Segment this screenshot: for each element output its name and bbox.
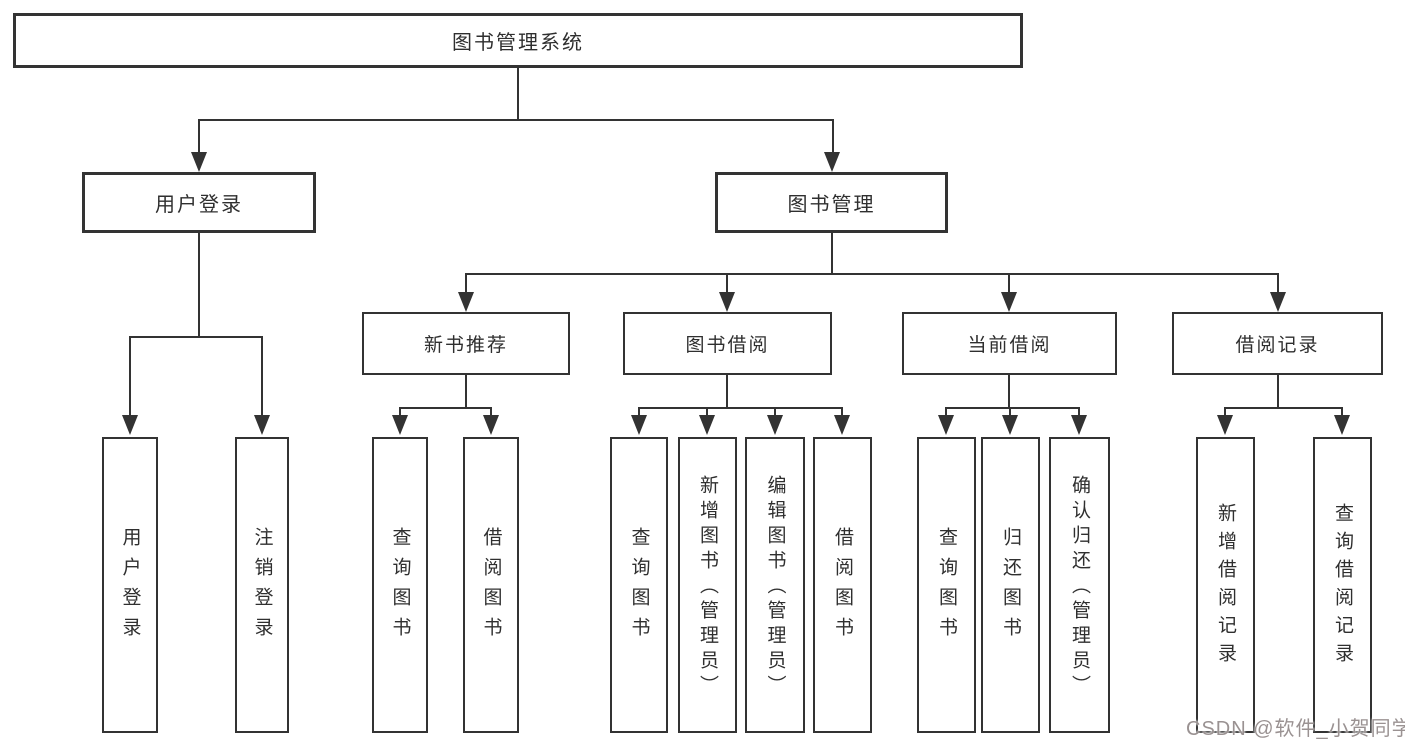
connector-hline [638,407,843,409]
connector-vline [517,67,519,119]
arrow-down-icon [122,415,138,435]
leaf-add-borrow-record: 新增借阅记录 [1196,437,1255,733]
connector-vline [945,407,947,415]
leaf-query-books-borrowing: 查询图书 [610,437,668,733]
node-user-login: 用户登录 [82,172,316,233]
connector-vline [465,375,467,407]
connector-vline [774,407,776,415]
arrow-down-icon [719,292,735,312]
arrow-down-icon [631,415,647,435]
leaf-add-books-admin: 新增图书（管理员） [678,437,737,733]
node-borrowing-records: 借阅记录 [1172,312,1383,375]
arrow-down-icon [1001,292,1017,312]
arrow-down-icon [1071,415,1087,435]
connector-vline [1224,407,1226,415]
arrow-down-icon [1334,415,1350,435]
connector-vline [490,407,492,415]
arrow-down-icon [1002,415,1018,435]
connector-vline [1009,407,1011,415]
leaf-query-borrow-record: 查询借阅记录 [1313,437,1372,733]
connector-hline [129,336,263,338]
leaf-edit-books-admin: 编辑图书（管理员） [745,437,805,733]
connector-vline [638,407,640,415]
connector-vline [726,375,728,407]
arrow-down-icon [483,415,499,435]
connector-hline [1224,407,1343,409]
node-book-management: 图书管理 [715,172,948,233]
node-new-book-recommendation: 新书推荐 [362,312,570,375]
arrow-down-icon [458,292,474,312]
leaf-query-books-newbook: 查询图书 [372,437,428,733]
node-book-borrowing: 图书借阅 [623,312,832,375]
connector-vline [399,407,401,415]
connector-hline [945,407,1080,409]
connector-vline [706,407,708,415]
connector-vline [726,273,728,292]
connector-hline [399,407,492,409]
connector-vline [1008,375,1010,407]
connector-vline [831,233,833,273]
leaf-confirm-return-admin: 确认归还（管理员） [1049,437,1110,733]
connector-vline [841,407,843,415]
node-library-management-system: 图书管理系统 [13,13,1023,68]
arrow-down-icon [392,415,408,435]
leaf-borrow-books-borrowing: 借阅图书 [813,437,872,733]
leaf-user-login: 用户登录 [102,437,158,733]
node-current-borrowing: 当前借阅 [902,312,1117,375]
arrow-down-icon [1217,415,1233,435]
connector-vline [465,273,467,292]
connector-vline [198,233,200,336]
leaf-return-books: 归还图书 [981,437,1040,733]
connector-vline [1008,273,1010,292]
connector-hline [198,119,834,121]
arrow-down-icon [1270,292,1286,312]
leaf-borrow-books-newbook: 借阅图书 [463,437,519,733]
arrow-down-icon [824,152,840,172]
arrow-down-icon [767,415,783,435]
arrow-down-icon [938,415,954,435]
connector-vline [1078,407,1080,415]
connector-hline [465,273,1279,275]
connector-vline [1277,273,1279,292]
arrow-down-icon [699,415,715,435]
csdn-watermark: CSDN @软件_小贺同学 [1186,718,1405,740]
connector-vline [1277,375,1279,407]
connector-vline [198,119,200,152]
connector-vline [832,119,834,152]
leaf-logout-login: 注销登录 [235,437,289,733]
connector-vline [261,336,263,415]
connector-vline [129,336,131,415]
arrow-down-icon [254,415,270,435]
arrow-down-icon [191,152,207,172]
connector-vline [1341,407,1343,415]
arrow-down-icon [834,415,850,435]
leaf-query-books-current: 查询图书 [917,437,976,733]
